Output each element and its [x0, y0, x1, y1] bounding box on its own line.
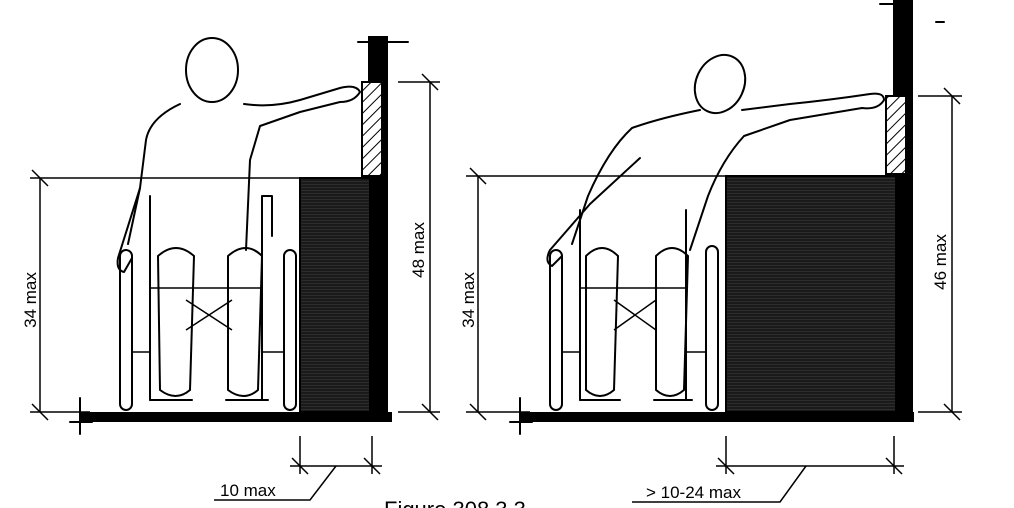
left-obstruction-height-dimension: 34 max [21, 169, 300, 421]
right-floor [509, 397, 914, 435]
right-obstruction-depth-label: > 10-24 max [646, 483, 741, 502]
left-floor [69, 397, 392, 435]
right-wheelchair-user [546, 53, 885, 411]
left-reach-target [361, 81, 383, 177]
right-obstruction-depth-dimension: > 10-24 max [632, 436, 904, 503]
right-reach-target [885, 95, 907, 175]
right-obstruction-height-label: 34 max [459, 272, 478, 328]
left-reach-height-label: 48 max [409, 222, 428, 278]
left-obstruction-height-label: 34 max [21, 272, 40, 328]
left-obstruction-depth-label: 10 max [220, 481, 276, 500]
left-wheelchair-user [116, 37, 361, 411]
left-obstruction-depth-dimension: 10 max [214, 436, 382, 501]
right-reach-height-label: 46 max [931, 234, 950, 290]
right-reach-height-dimension: 46 max [918, 87, 962, 421]
right-counter-obstruction [725, 175, 897, 413]
figure-caption: Figure 308.3.3 [384, 497, 526, 508]
right-panel: 34 max 46 max > 10-24 max [459, 0, 962, 503]
left-panel: 34 max 48 max 10 max [21, 36, 440, 501]
left-reach-height-dimension: 48 max [398, 73, 440, 421]
left-counter-obstruction [299, 177, 371, 413]
right-obstruction-height-dimension: 34 max [459, 167, 726, 421]
